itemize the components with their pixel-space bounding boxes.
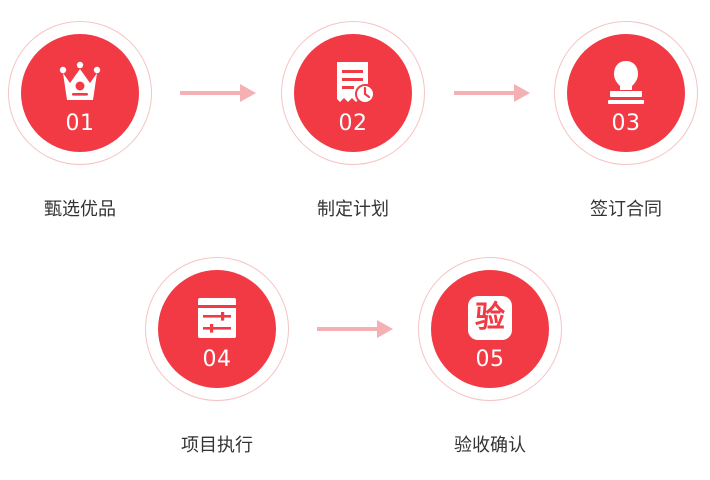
step-disc: 01 [21, 34, 139, 152]
inspect-badge-icon: 验 [468, 296, 512, 340]
step-03: 03 签订合同 [547, 14, 707, 224]
step-04: 04 项目执行 [138, 250, 298, 460]
step-01: 01 甄选优品 [1, 14, 161, 224]
step-disc: 02 [294, 34, 412, 152]
step-05: 验 05 验收确认 [411, 250, 571, 460]
step-label: 制定计划 [317, 199, 389, 220]
step-number: 04 [202, 347, 232, 372]
step-ring: 验 05 [418, 257, 562, 401]
seal-stamp-icon [608, 61, 644, 104]
step-label: 签订合同 [590, 199, 662, 220]
step-ring: 03 [554, 21, 698, 165]
step-disc: 03 [567, 34, 685, 152]
step-02: 02 制定计划 [274, 14, 434, 224]
step-ring: 02 [281, 21, 425, 165]
crown-icon [59, 61, 101, 100]
step-label: 项目执行 [181, 435, 253, 456]
step-disc: 04 [158, 270, 276, 388]
step-number: 02 [338, 111, 368, 136]
settings-panel-icon [198, 298, 236, 338]
plan-clock-icon [337, 62, 375, 104]
step-number: 03 [611, 111, 641, 136]
arrow-right-icon [454, 84, 530, 102]
arrow-right-icon [317, 320, 393, 338]
step-number: 05 [475, 347, 505, 372]
step-label: 验收确认 [454, 435, 526, 456]
step-ring: 01 [8, 21, 152, 165]
step-disc: 验 05 [431, 270, 549, 388]
step-number: 01 [65, 111, 95, 136]
step-label: 甄选优品 [44, 199, 116, 220]
arrow-right-icon [180, 84, 256, 102]
step-ring: 04 [145, 257, 289, 401]
